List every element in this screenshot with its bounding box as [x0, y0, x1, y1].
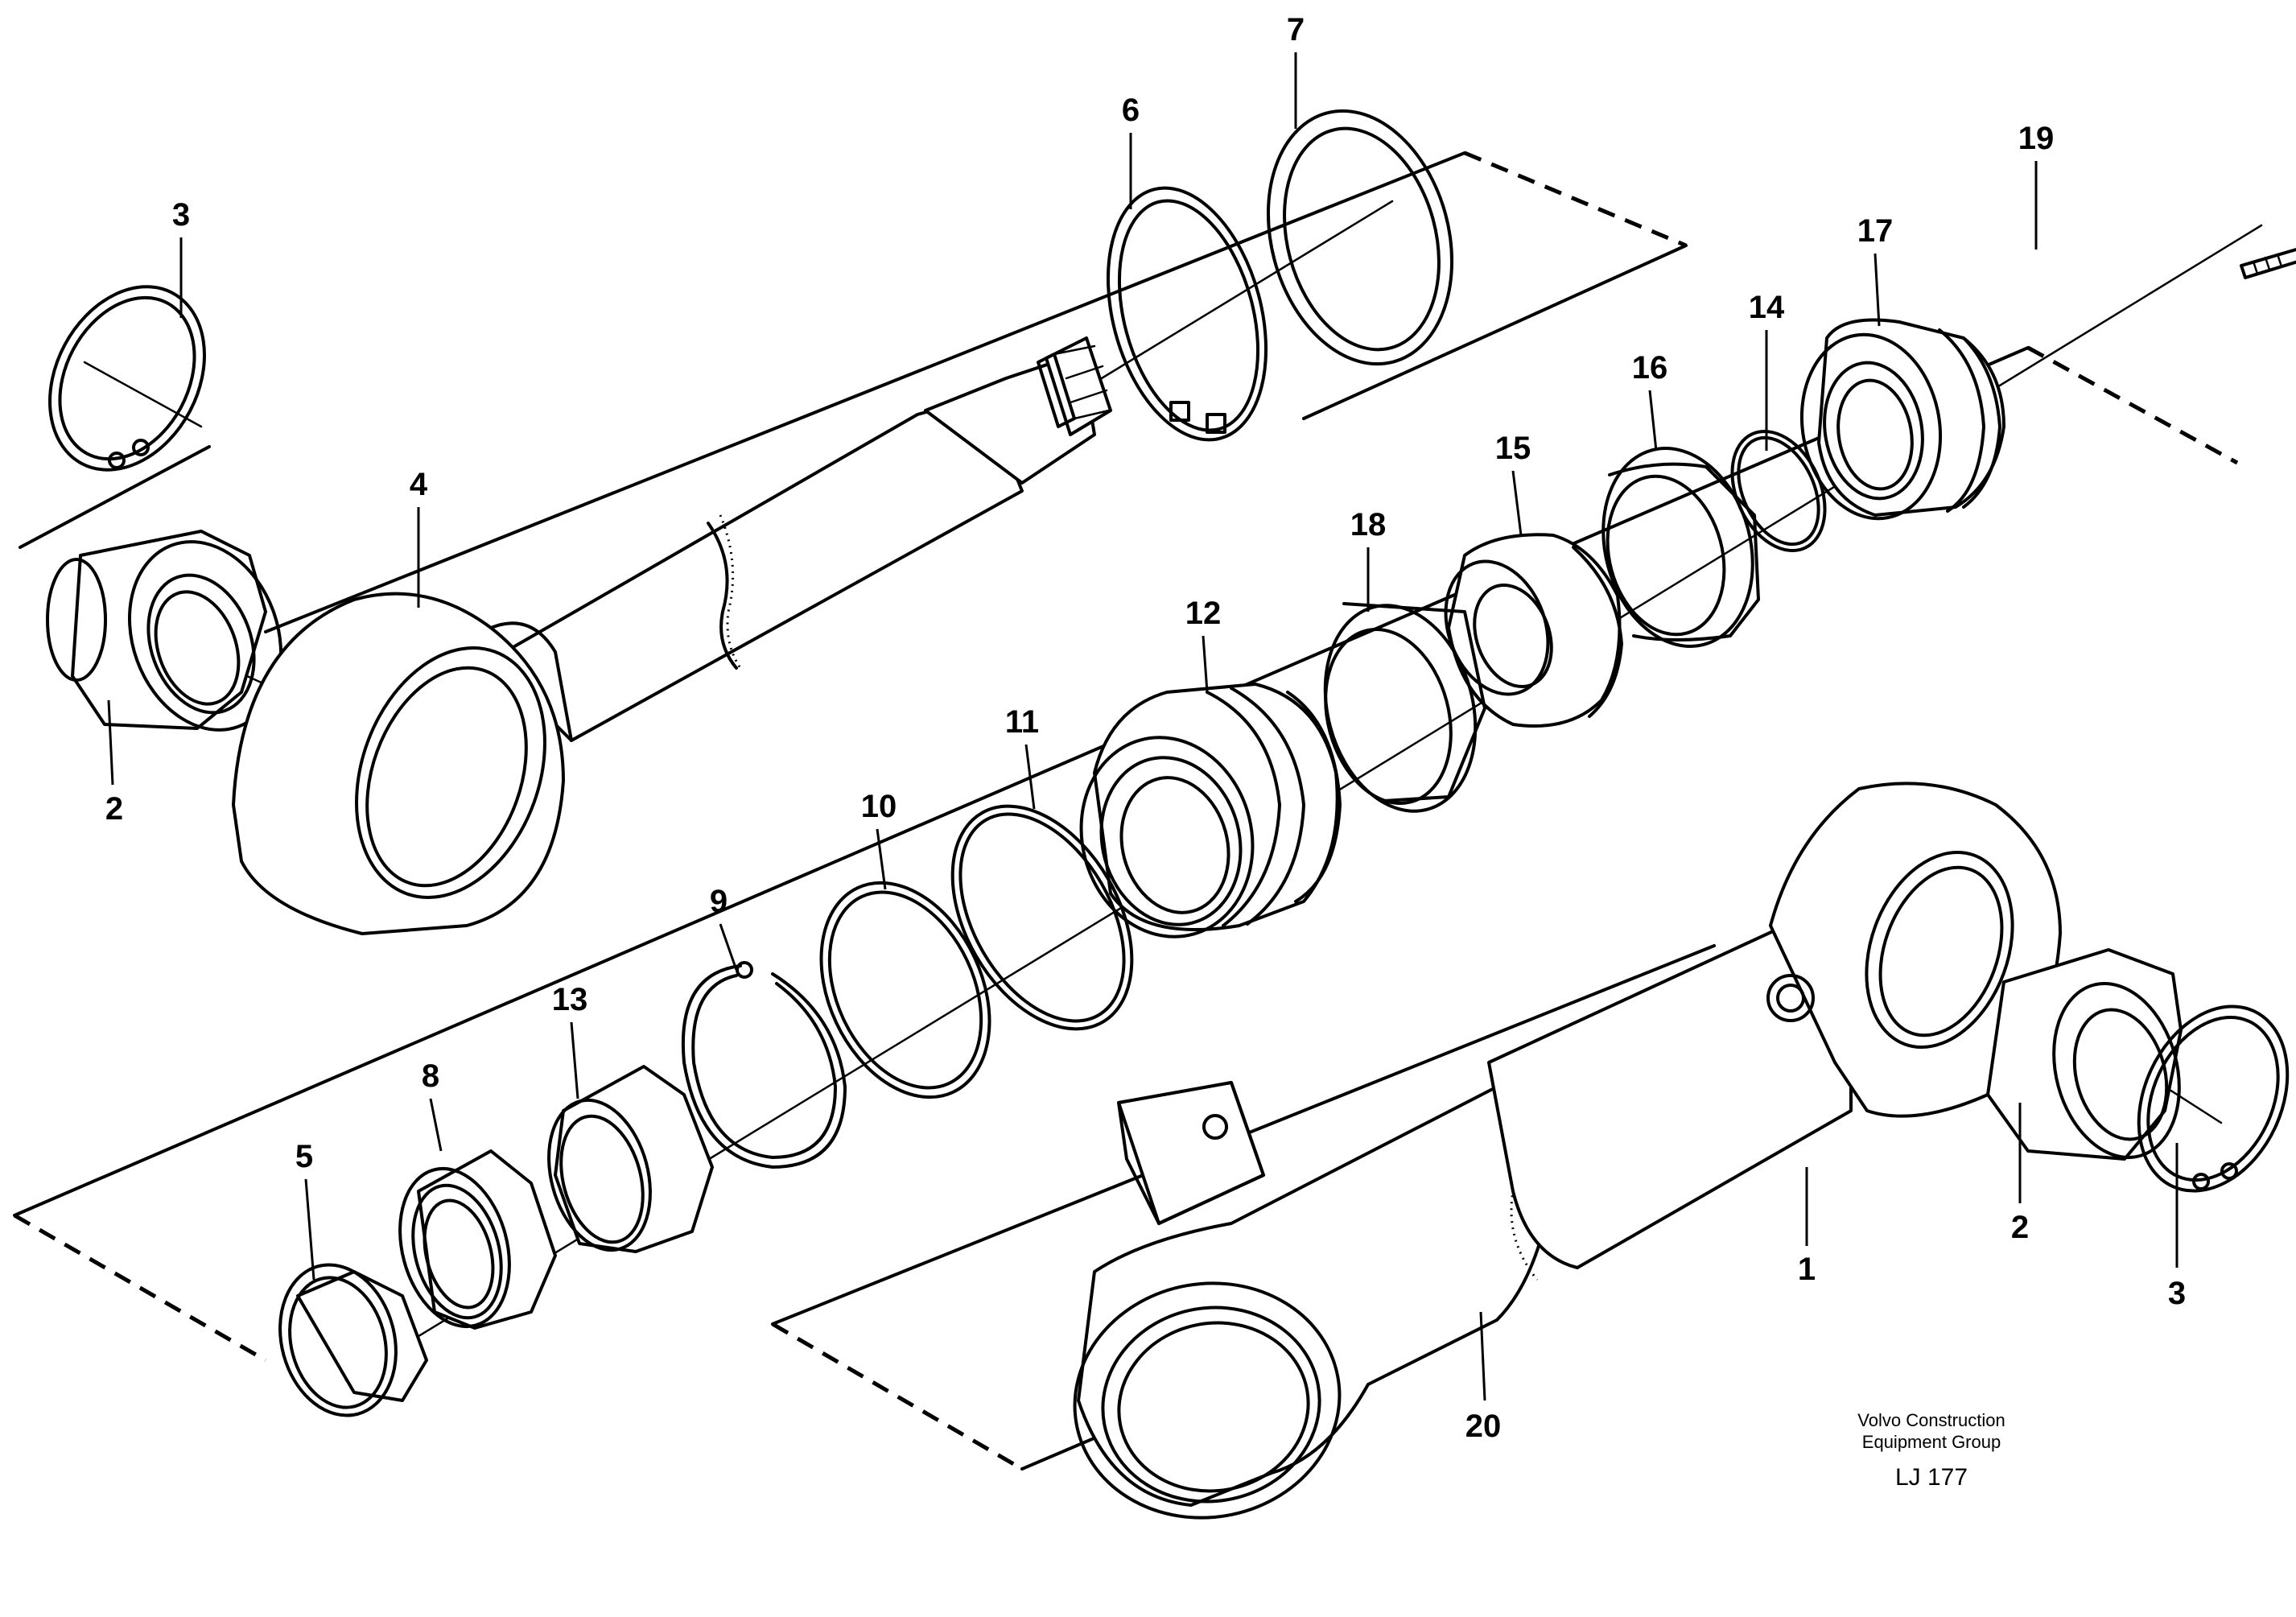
part-15-seal: [1444, 533, 1623, 728]
part-2-bushing-left: [46, 530, 283, 732]
part-6-circlip: [1106, 186, 1268, 442]
callout-20: 20: [1465, 1409, 1502, 1444]
part-20-cylinder-tube: [1073, 1077, 1551, 1520]
part-4-piston-rod: [232, 336, 1112, 935]
part-10-ring: [819, 881, 991, 1099]
part-5-wiper: [278, 1263, 428, 1417]
callout-5: 5: [295, 1139, 313, 1174]
part-9-split-ring: [681, 961, 847, 1169]
callout-labels: 1 2 2 3 3 4 5 6 7 8 9 10 11 12 13 14 15 …: [105, 12, 2186, 1444]
callout-3-right: 3: [2168, 1276, 2186, 1311]
part-7-washer: [1266, 109, 1454, 366]
drawing-code: LJ 177: [1895, 1464, 1968, 1491]
part-8-seal: [398, 1149, 557, 1330]
part-12-cylinder-head: [1079, 683, 1342, 938]
part-18-ring: [1323, 602, 1486, 813]
upper-dashed-frame: [19, 151, 1688, 633]
part-13-bushing: [547, 1065, 714, 1253]
callout-14: 14: [1749, 290, 1785, 325]
callout-10: 10: [861, 789, 897, 824]
leader-lines: [107, 52, 2179, 1401]
company-line-1: Volvo Construction: [1857, 1410, 2005, 1430]
part-11-o-ring: [950, 804, 1134, 1031]
callout-9: 9: [710, 884, 728, 919]
part-19-screw: [2240, 247, 2296, 279]
part-16-ring: [1601, 447, 1760, 648]
callout-4: 4: [410, 467, 428, 502]
part-2-bushing-right: [1986, 948, 2183, 1161]
rod-thread: [1037, 344, 1111, 428]
part-3-circlip-left: [48, 285, 206, 472]
company-line-2: Equipment Group: [1862, 1432, 2001, 1452]
callout-8: 8: [422, 1058, 439, 1094]
callout-7: 7: [1287, 12, 1305, 47]
callout-12: 12: [1185, 596, 1222, 631]
callout-2-left: 2: [105, 791, 123, 827]
callout-13: 13: [552, 982, 588, 1017]
callout-1: 1: [1798, 1252, 1816, 1287]
callout-18: 18: [1350, 507, 1387, 542]
callout-17: 17: [1857, 213, 1894, 249]
callout-15: 15: [1495, 431, 1531, 466]
callout-11: 11: [1005, 704, 1039, 740]
callout-6: 6: [1122, 93, 1140, 128]
callout-2-right: 2: [2011, 1210, 2029, 1245]
footer-block: Volvo Construction Equipment Group LJ 17…: [1857, 1410, 2005, 1491]
callout-16: 16: [1632, 350, 1668, 386]
part-1-cylinder-tube-with-eye: [1487, 782, 2062, 1269]
part-17-piston: [1799, 318, 2005, 521]
callout-19: 19: [2018, 121, 2055, 156]
callout-3-left: 3: [172, 197, 190, 233]
